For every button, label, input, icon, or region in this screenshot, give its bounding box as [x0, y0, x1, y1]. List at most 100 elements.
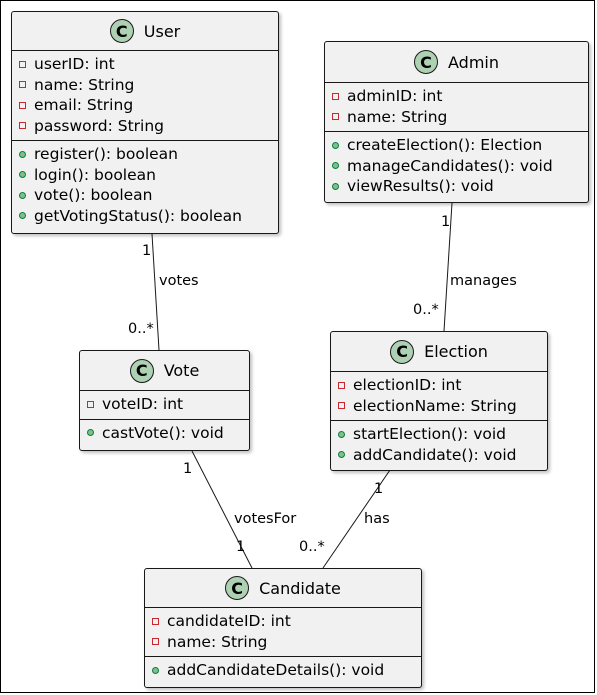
methods-section: castVote(): void	[80, 420, 249, 448]
private-visibility-icon	[152, 638, 159, 646]
attribute-row: name: String	[332, 107, 588, 128]
public-visibility-icon	[332, 141, 339, 149]
attribute-text: electionName: String	[353, 396, 517, 415]
class-header-user: C User	[12, 12, 278, 51]
class-name: Admin	[448, 52, 499, 72]
class-header-admin: C Admin	[325, 42, 588, 83]
class-badge-icon: C	[225, 576, 250, 600]
public-visibility-icon	[19, 212, 26, 220]
public-visibility-icon	[19, 171, 26, 179]
attribute-text: name: String	[167, 632, 268, 651]
attributes-section: electionID: int electionName: String	[331, 372, 547, 421]
method-row: addCandidate(): void	[338, 445, 547, 466]
private-visibility-icon	[152, 617, 159, 625]
methods-section: register(): boolean login(): boolean vot…	[12, 141, 278, 230]
class-candidate[interactable]: C Candidate candidateID: int name: Strin…	[144, 568, 422, 688]
public-visibility-icon	[152, 666, 159, 674]
multiplicity-candidate-target: 1	[236, 539, 246, 555]
multiplicity-vote-end: 0..*	[128, 321, 154, 337]
attribute-row: email: String	[19, 95, 278, 116]
attribute-row: name: String	[152, 632, 421, 653]
method-row: manageCandidates(): void	[332, 156, 588, 177]
public-visibility-icon	[19, 150, 26, 158]
class-election[interactable]: C Election electionID: int electionName:…	[330, 331, 548, 471]
public-visibility-icon	[332, 162, 339, 170]
class-name: Vote	[163, 361, 200, 380]
association-label-manages: manages	[450, 273, 517, 289]
method-text: login(): boolean	[34, 165, 156, 184]
multiplicity-election-source: 1	[374, 481, 384, 497]
class-header-vote: C Vote	[80, 351, 249, 391]
method-text: getVotingStatus(): boolean	[34, 206, 242, 225]
method-text: createElection(): Election	[347, 136, 543, 155]
attribute-text: userID: int	[34, 55, 115, 74]
method-text: manageCandidates(): void	[347, 156, 553, 175]
public-visibility-icon	[338, 451, 345, 459]
methods-section: startElection(): void addCandidate(): vo…	[331, 421, 547, 469]
association-line-user-vote	[151, 233, 160, 351]
method-row: register(): boolean	[19, 144, 278, 165]
association-label-votesfor: votesFor	[234, 511, 297, 527]
public-visibility-icon	[338, 430, 345, 438]
class-name: Candidate	[259, 578, 341, 598]
attribute-text: adminID: int	[347, 87, 443, 106]
public-visibility-icon	[332, 182, 339, 190]
public-visibility-icon	[19, 191, 26, 199]
attribute-text: voteID: int	[102, 395, 184, 414]
method-text: viewResults(): void	[347, 177, 494, 196]
class-name: User	[143, 21, 181, 41]
private-visibility-icon	[19, 101, 26, 109]
private-visibility-icon	[19, 81, 26, 89]
attribute-row: name: String	[19, 75, 278, 96]
association-label-votes: votes	[159, 273, 199, 289]
attribute-text: name: String	[34, 75, 135, 94]
public-visibility-icon	[87, 429, 94, 437]
attributes-section: userID: int name: String email: String p…	[12, 51, 278, 141]
attribute-text: candidateID: int	[167, 612, 291, 631]
class-admin[interactable]: C Admin adminID: int name: String create…	[324, 41, 589, 203]
class-name: Election	[424, 342, 488, 361]
method-row: addCandidateDetails(): void	[152, 660, 421, 681]
multiplicity-user-end: 1	[142, 243, 152, 259]
attribute-row: userID: int	[19, 54, 278, 75]
class-vote[interactable]: C Vote voteID: int castVote(): void	[79, 350, 250, 451]
methods-section: createElection(): Election manageCandida…	[325, 132, 588, 201]
method-text: addCandidate(): void	[353, 445, 517, 464]
method-row: getVotingStatus(): boolean	[19, 206, 278, 227]
attribute-text: password: String	[34, 116, 164, 135]
attributes-section: candidateID: int name: String	[145, 608, 421, 657]
attributes-section: voteID: int	[80, 391, 249, 420]
association-label-has: has	[364, 511, 390, 527]
method-text: vote(): boolean	[34, 186, 153, 205]
method-row: castVote(): void	[87, 423, 249, 444]
class-header-candidate: C Candidate	[145, 569, 421, 608]
method-text: addCandidateDetails(): void	[167, 661, 385, 680]
class-badge-icon: C	[414, 50, 438, 74]
attribute-row: electionID: int	[338, 375, 547, 396]
attribute-row: adminID: int	[332, 86, 588, 107]
attribute-text: name: String	[347, 107, 448, 126]
private-visibility-icon	[19, 60, 26, 68]
class-header-election: C Election	[331, 332, 547, 372]
multiplicity-admin-end: 1	[441, 214, 451, 230]
class-user[interactable]: C User userID: int name: String email: S…	[11, 11, 279, 234]
association-line-admin-election	[443, 202, 453, 332]
private-visibility-icon	[19, 122, 26, 130]
association-line-election-candidate	[322, 469, 391, 569]
attribute-row: voteID: int	[87, 394, 249, 415]
class-badge-icon: C	[129, 358, 154, 383]
association-line-vote-candidate	[191, 450, 253, 569]
private-visibility-icon	[338, 381, 345, 389]
attribute-row: electionName: String	[338, 396, 547, 417]
method-text: register(): boolean	[34, 145, 178, 164]
private-visibility-icon	[332, 113, 339, 121]
methods-section: addCandidateDetails(): void	[145, 657, 421, 685]
private-visibility-icon	[332, 92, 339, 100]
method-text: startElection(): void	[353, 425, 506, 444]
attribute-row: password: String	[19, 116, 278, 137]
multiplicity-election-end: 0..*	[413, 302, 439, 318]
multiplicity-candidate-has: 0..*	[299, 539, 325, 555]
method-text: castVote(): void	[102, 423, 224, 442]
